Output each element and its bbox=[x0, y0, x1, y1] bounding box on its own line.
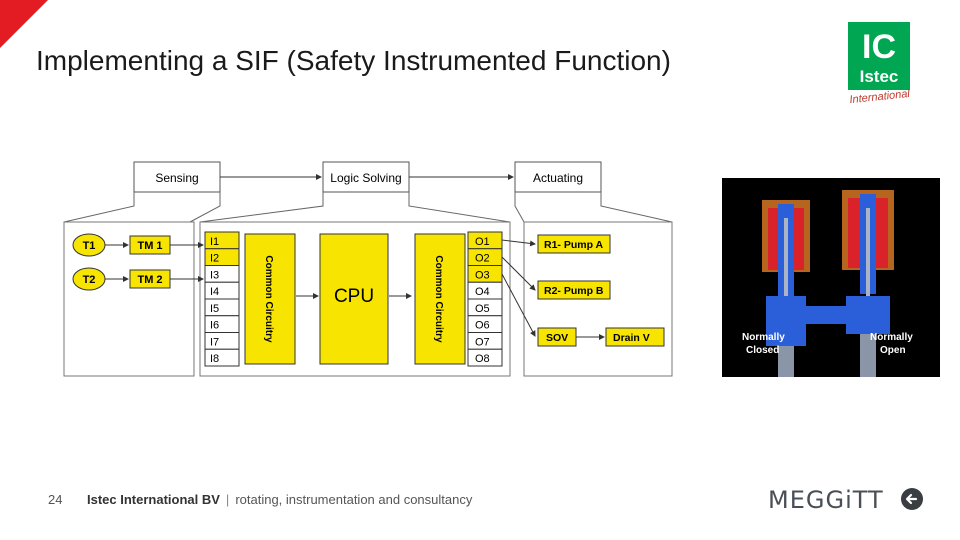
actuator-pump-b bbox=[537, 280, 611, 300]
sensing-panel bbox=[63, 221, 195, 377]
output-o3-label: O3 bbox=[475, 269, 490, 281]
output-o8-label: O8 bbox=[475, 353, 490, 365]
bracket-logic-right bbox=[408, 192, 511, 223]
output-o7-label: O7 bbox=[475, 336, 490, 348]
bracket-sensing-right bbox=[189, 192, 221, 223]
output-o2-label: O2 bbox=[475, 253, 490, 265]
bracket-actuating-right bbox=[600, 192, 673, 223]
corner-accent bbox=[0, 0, 48, 48]
arrow-o2-pumpb bbox=[501, 256, 536, 291]
page-number: 24 bbox=[48, 492, 63, 507]
cpu-label: CPU bbox=[334, 286, 374, 307]
common-circuitry-left bbox=[244, 233, 296, 365]
arrow-left-icon bbox=[905, 493, 918, 505]
sif-diagram: Sensing Logic Solving Actuating T1 T2 TM… bbox=[63, 161, 673, 377]
logo-script-text: International bbox=[849, 88, 911, 106]
output-o1: O1 bbox=[467, 231, 503, 250]
input-i4: I4 bbox=[204, 281, 240, 300]
input-i1-label: I1 bbox=[210, 236, 219, 248]
bracket-sensing-left bbox=[63, 192, 135, 223]
input-i3: I3 bbox=[204, 265, 240, 283]
logo-background bbox=[848, 22, 910, 90]
valve-illustration: Normally Closed Normally Open bbox=[722, 178, 940, 377]
actuator-sov-label: SOV bbox=[546, 332, 568, 344]
transmitter-tm1-label: TM 1 bbox=[137, 240, 162, 252]
logo-istec-text: Istec bbox=[860, 67, 899, 86]
input-i7: I7 bbox=[204, 332, 240, 350]
input-i5: I5 bbox=[204, 298, 240, 317]
input-i8: I8 bbox=[204, 348, 240, 367]
input-i8-label: I8 bbox=[210, 353, 219, 365]
right-outlet-pipe bbox=[860, 334, 876, 377]
input-i2: I2 bbox=[204, 248, 240, 266]
input-i7-label: I7 bbox=[210, 336, 219, 348]
output-o3: O3 bbox=[467, 265, 503, 283]
output-o4: O4 bbox=[467, 281, 503, 300]
output-o7: O7 bbox=[467, 332, 503, 350]
arrow-o1-pumpa bbox=[501, 239, 536, 247]
input-i1: I1 bbox=[204, 231, 240, 250]
stage-actuating-label: Actuating bbox=[533, 171, 583, 185]
input-i6-label: I6 bbox=[210, 320, 219, 332]
actuator-pump-a bbox=[537, 234, 611, 254]
output-o6-label: O6 bbox=[475, 320, 490, 332]
actuator-drain-v-label: Drain V bbox=[613, 332, 650, 344]
sensor-t1-label: T1 bbox=[83, 240, 96, 252]
footer-tagline: rotating, instrumentation and consultanc… bbox=[235, 492, 473, 507]
input-column: I1 I2 I3 I4 I5 I6 I7 I8 bbox=[204, 231, 240, 367]
output-o8: O8 bbox=[467, 348, 503, 367]
output-o6: O6 bbox=[467, 315, 503, 333]
footer-company: Istec International BV bbox=[87, 492, 220, 507]
left-outlet-pipe bbox=[778, 346, 794, 377]
input-i6: I6 bbox=[204, 315, 240, 333]
cpu-block bbox=[319, 233, 389, 365]
stage-logic-box bbox=[322, 161, 410, 193]
back-button[interactable] bbox=[901, 488, 923, 510]
left-valve-body bbox=[766, 296, 806, 346]
output-o1-label: O1 bbox=[475, 236, 490, 248]
actuator-pump-a-label: R1- Pump A bbox=[544, 239, 604, 251]
stage-sensing-box bbox=[133, 161, 221, 193]
logo-ic-text: IC bbox=[862, 28, 896, 66]
connecting-pipe bbox=[806, 306, 846, 324]
normally-closed-line1: Normally bbox=[742, 332, 785, 343]
footer-separator: | bbox=[225, 492, 230, 507]
right-valve-body bbox=[846, 296, 890, 334]
common-circuitry-right bbox=[414, 233, 466, 365]
arrow-o3-sov bbox=[501, 273, 536, 337]
stage-actuating-box bbox=[514, 161, 602, 193]
normally-closed-line2: Closed bbox=[746, 345, 779, 356]
input-i2-label: I2 bbox=[210, 253, 219, 265]
input-i3-label: I3 bbox=[210, 269, 219, 281]
stage-logic-label: Logic Solving bbox=[330, 171, 401, 185]
stage-sensing-label: Sensing bbox=[155, 171, 198, 185]
input-i4-label: I4 bbox=[210, 286, 219, 298]
common-circuitry-right-label: Common Circuitry bbox=[433, 255, 444, 343]
actuator-pump-b-label: R2- Pump B bbox=[544, 285, 604, 297]
transmitter-tm2-label: TM 2 bbox=[137, 274, 162, 286]
right-solenoid-stem bbox=[866, 208, 870, 300]
input-i5-label: I5 bbox=[210, 303, 219, 315]
sensor-t2-label: T2 bbox=[83, 274, 96, 286]
normally-open-line1: Normally bbox=[870, 332, 913, 343]
footer-text: Istec International BV | rotating, instrum… bbox=[87, 492, 472, 507]
slide-title: Implementing a SIF (Safety Instrumented … bbox=[36, 45, 671, 76]
output-o5-label: O5 bbox=[475, 303, 490, 315]
output-o4-label: O4 bbox=[475, 286, 490, 298]
output-o5: O5 bbox=[467, 298, 503, 317]
bracket-logic-left bbox=[199, 192, 324, 223]
left-solenoid-stem bbox=[784, 218, 788, 298]
normally-open-line2: Open bbox=[880, 345, 906, 356]
meggitt-logo: MEGGiTT bbox=[768, 486, 884, 514]
common-circuitry-left-label: Common Circuitry bbox=[263, 255, 274, 343]
bracket-actuating-left bbox=[514, 192, 525, 223]
actuator-drain-v bbox=[605, 327, 665, 347]
valve-background bbox=[722, 178, 940, 377]
istec-logo: IC Istec International bbox=[848, 22, 911, 106]
output-o2: O2 bbox=[467, 248, 503, 266]
output-column: O1 O2 O3 O4 O5 O6 O7 O8 bbox=[467, 231, 503, 367]
